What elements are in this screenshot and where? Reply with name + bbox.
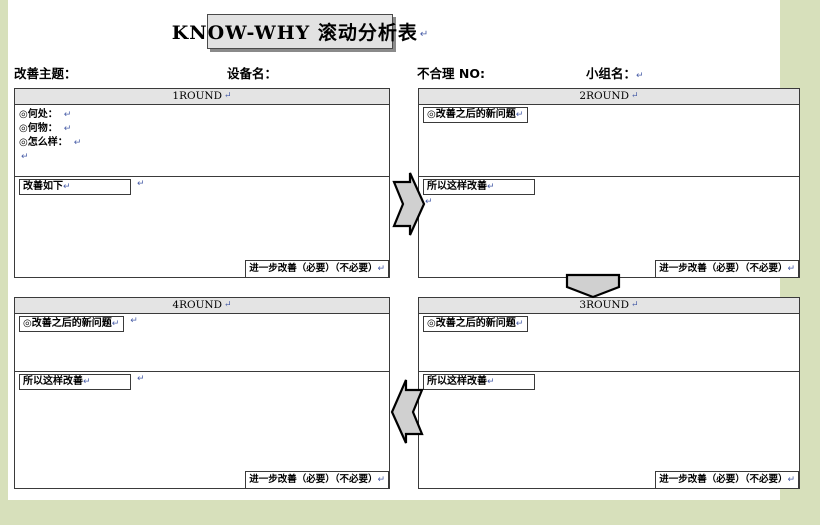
round-1-footer-mark: ↵ bbox=[377, 264, 385, 274]
round-3-problem-section[interactable]: ◎改善之后的新问题↵ bbox=[419, 314, 799, 372]
round-1-bullet-what: ◎何物： ↵ bbox=[15, 122, 389, 136]
round-4-action-tag[interactable]: 所以这样改善↵ bbox=[19, 374, 131, 390]
round-3-problem-row: ◎改善之后的新问题↵ bbox=[419, 314, 799, 332]
round-3-footer-mark: ↵ bbox=[787, 475, 795, 485]
bullet-where-mark: ↵ bbox=[63, 110, 72, 120]
round-3-problem-tag[interactable]: ◎改善之后的新问题↵ bbox=[423, 316, 529, 332]
round-2-problem-tag-mark: ↵ bbox=[515, 110, 524, 120]
round-box-4[interactable]: 4ROUND↵ ◎改善之后的新问题↵ ↵ 所以这样改善↵ ↵ 进一步改善（必要）… bbox=[14, 297, 390, 489]
team-name-text: 小组名： bbox=[586, 66, 637, 81]
round-2-footer-tag[interactable]: 进一步改善（必要）（不必要）↵ bbox=[655, 260, 799, 278]
arrow-down-icon bbox=[565, 273, 621, 299]
bullet-label-where: 何处： bbox=[27, 109, 58, 120]
label-improvement-theme: 改善主题： bbox=[14, 66, 77, 81]
round-4-action-row: 所以这样改善↵ ↵ bbox=[15, 372, 389, 390]
round-box-3[interactable]: 3ROUND↵ ◎改善之后的新问题↵ 所以这样改善↵ 进一步改善（必要）（不必要… bbox=[418, 297, 800, 489]
round-3-header-text: 3ROUND bbox=[579, 299, 630, 312]
label-team-name: 小组名：↵ bbox=[586, 63, 644, 82]
round-4-action-tag-text: 所以这样改善 bbox=[23, 376, 83, 387]
round-box-2[interactable]: 2ROUND↵ ◎改善之后的新问题↵ 所以这样改善↵ ↵ 进一步改善（必要）（不… bbox=[418, 88, 800, 278]
title-text: KNOW-WHY 滚动分析表 bbox=[171, 22, 418, 44]
round-3-action-section[interactable]: 所以这样改善↵ 进一步改善（必要）（不必要）↵ bbox=[419, 372, 799, 489]
document-title: KNOW-WHY 滚动分析表 ↵ bbox=[172, 14, 428, 52]
bullet-marker-3: ◎ bbox=[19, 137, 28, 148]
round-2-header-text: 2ROUND bbox=[579, 90, 630, 103]
round-2-action-tag-text: 所以这样改善 bbox=[427, 181, 487, 192]
round-4-action-side-mark: ↵ bbox=[137, 374, 145, 384]
round-box-1[interactable]: 1ROUND↵ ◎何处：↵ ◎何物：↵ ◎怎么样：↵ ↵ 改善如下↵ ↵ 进一步… bbox=[14, 88, 390, 278]
round-4-problem-tag[interactable]: ◎改善之后的新问题↵ bbox=[19, 316, 125, 332]
bullet-marker-1: ◎ bbox=[19, 109, 28, 120]
round-3-problem-tag-mark: ↵ bbox=[515, 319, 524, 329]
round-1-question-section[interactable]: ◎何处：↵ ◎何物：↵ ◎怎么样：↵ ↵ bbox=[15, 105, 389, 177]
arrow-right-icon bbox=[392, 172, 426, 236]
round-3-action-tag[interactable]: 所以这样改善↵ bbox=[423, 374, 535, 390]
round-2-action-side-mark: ↵ bbox=[425, 197, 433, 207]
round-2-header: 2ROUND↵ bbox=[419, 89, 799, 105]
round-4-action-tag-mark: ↵ bbox=[83, 377, 91, 387]
round-2-problem-row: ◎改善之后的新问题↵ bbox=[419, 105, 799, 123]
round-4-problem-section[interactable]: ◎改善之后的新问题↵ ↵ bbox=[15, 314, 389, 372]
round-2-action-section[interactable]: 所以这样改善↵ ↵ 进一步改善（必要）（不必要）↵ bbox=[419, 177, 799, 278]
round-3-footer-text: 进一步改善（必要）（不必要） bbox=[659, 474, 788, 485]
round-4-footer-tag[interactable]: 进一步改善（必要）（不必要）↵ bbox=[245, 471, 389, 489]
round-1-header: 1ROUND↵ bbox=[15, 89, 389, 105]
round-2-action-row: 所以这样改善↵ bbox=[419, 177, 799, 195]
round-2-action-tag-mark: ↵ bbox=[487, 182, 495, 192]
round-1-action-row: 改善如下↵ ↵ bbox=[15, 177, 389, 195]
round-3-problem-tag-text: ◎改善之后的新问题 bbox=[427, 318, 516, 329]
bullet-how-mark: ↵ bbox=[73, 138, 82, 148]
team-name-pilcrow: ↵ bbox=[636, 71, 644, 81]
round-1-action-side-mark: ↵ bbox=[137, 179, 145, 189]
round-3-header-pilcrow: ↵ bbox=[631, 300, 639, 310]
round-3-action-row: 所以这样改善↵ bbox=[419, 372, 799, 390]
round-4-problem-tag-text: ◎改善之后的新问题 bbox=[23, 318, 112, 329]
round-1-bullet-where: ◎何处： ↵ bbox=[15, 108, 389, 122]
bullet-marker-2: ◎ bbox=[19, 123, 28, 134]
arrow-left-icon bbox=[390, 379, 424, 444]
round-1-header-pilcrow: ↵ bbox=[224, 91, 232, 101]
round-1-extra-line: ↵ bbox=[15, 150, 389, 164]
round-4-problem-side-mark: ↵ bbox=[130, 316, 138, 326]
round-4-problem-tag-mark: ↵ bbox=[111, 319, 120, 329]
round-2-problem-tag-text: ◎改善之后的新问题 bbox=[427, 109, 516, 120]
round-2-header-pilcrow: ↵ bbox=[631, 91, 639, 101]
round-1-action-tag[interactable]: 改善如下↵ bbox=[19, 179, 131, 195]
title-pilcrow-mark: ↵ bbox=[419, 29, 429, 40]
round-3-header: 3ROUND↵ bbox=[419, 298, 799, 314]
bullet-label-how: 怎么样： bbox=[27, 137, 68, 148]
title-box: KNOW-WHY 滚动分析表 ↵ bbox=[172, 14, 428, 49]
round-4-footer-text: 进一步改善（必要）（不必要） bbox=[249, 474, 378, 485]
round-4-header-text: 4ROUND bbox=[172, 299, 223, 312]
round-4-header-pilcrow: ↵ bbox=[224, 300, 232, 310]
round-1-bullet-how: ◎怎么样： ↵ bbox=[15, 136, 389, 150]
round-2-footer-mark: ↵ bbox=[787, 264, 795, 274]
round-1-footer-tag[interactable]: 进一步改善（必要）（不必要）↵ bbox=[245, 260, 389, 278]
round-2-footer-text: 进一步改善（必要）（不必要） bbox=[659, 263, 788, 274]
round-1-action-section[interactable]: 改善如下↵ ↵ 进一步改善（必要）（不必要）↵ bbox=[15, 177, 389, 278]
round-2-action-tag[interactable]: 所以这样改善↵ bbox=[423, 179, 535, 195]
round-1-action-tag-mark: ↵ bbox=[63, 182, 71, 192]
bullet-label-what: 何物： bbox=[27, 123, 58, 134]
round-1-action-tag-text: 改善如下 bbox=[23, 181, 63, 192]
round-1-header-text: 1ROUND bbox=[172, 90, 223, 103]
document-page: KNOW-WHY 滚动分析表 ↵ 改善主题： 设备名： 不合理 NO: 小组名：… bbox=[8, 0, 800, 500]
bullet-what-mark: ↵ bbox=[63, 124, 72, 134]
round-3-footer-tag[interactable]: 进一步改善（必要）（不必要）↵ bbox=[655, 471, 799, 489]
round-2-problem-tag[interactable]: ◎改善之后的新问题↵ bbox=[423, 107, 529, 123]
round-1-footer-text: 进一步改善（必要）（不必要） bbox=[249, 263, 378, 274]
round-3-action-tag-text: 所以这样改善 bbox=[427, 376, 487, 387]
round-4-footer-mark: ↵ bbox=[377, 475, 385, 485]
round-4-problem-row: ◎改善之后的新问题↵ ↵ bbox=[15, 314, 389, 332]
round-1-extra-mark: ↵ bbox=[21, 152, 29, 162]
round-2-problem-section[interactable]: ◎改善之后的新问题↵ bbox=[419, 105, 799, 177]
label-equipment-name: 设备名： bbox=[227, 66, 278, 81]
label-defect-no: 不合理 NO: bbox=[417, 66, 485, 81]
round-3-action-tag-mark: ↵ bbox=[487, 377, 495, 387]
round-4-action-section[interactable]: 所以这样改善↵ ↵ 进一步改善（必要）（不必要）↵ bbox=[15, 372, 389, 489]
round-4-header: 4ROUND↵ bbox=[15, 298, 389, 314]
